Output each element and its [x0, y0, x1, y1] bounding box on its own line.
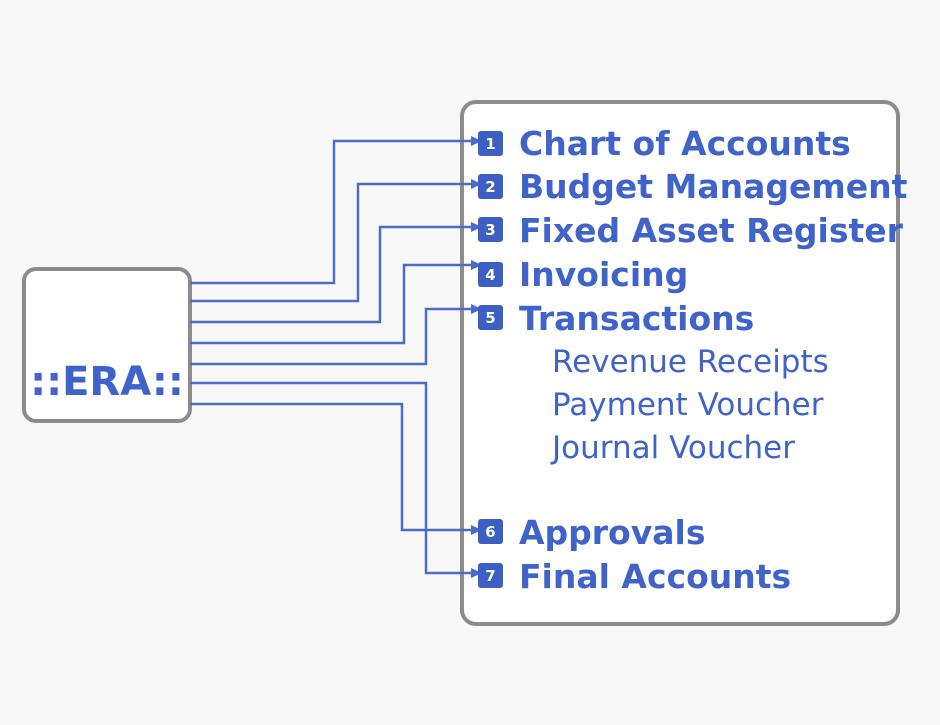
module-number: 3: [485, 221, 495, 239]
module-number-badge: [478, 217, 503, 242]
arrowhead-final-accounts: [471, 568, 482, 578]
modules-container-box: [460, 100, 900, 626]
module-number-badge: [478, 305, 503, 330]
module-number-badge: [478, 563, 503, 588]
module-label: Chart of Accounts: [519, 124, 851, 163]
module-label: Approvals: [519, 513, 705, 552]
sub-item-payment-voucher: Payment Voucher: [552, 387, 824, 423]
arrowhead-invoicing: [471, 260, 482, 270]
sub-item-journal-voucher: Journal Voucher: [550, 430, 795, 466]
arrowhead-budget-management: [471, 179, 482, 189]
module-invoicing: 4 Invoicing: [478, 255, 688, 294]
module-number-badge: [478, 174, 503, 199]
module-chart-of-accounts: 1 Chart of Accounts: [478, 124, 851, 163]
arrowhead-fixed-asset-register: [471, 222, 482, 232]
module-number: 5: [485, 309, 495, 327]
sub-item-revenue-receipts: Revenue Receipts: [552, 344, 829, 380]
module-label: Fixed Asset Register: [519, 211, 904, 250]
module-number: 7: [485, 567, 495, 585]
connector-budget-management: [190, 182, 472, 303]
connector-group: [190, 136, 482, 578]
module-label: Final Accounts: [519, 557, 791, 596]
era-source-label: ::ERA::: [30, 359, 184, 405]
connector-chart-of-accounts: [190, 139, 472, 285]
module-budget-management: 2 Budget Management: [478, 167, 908, 206]
module-number: 6: [485, 523, 495, 541]
connector-invoicing: [190, 263, 472, 345]
module-fixed-asset-register: 3 Fixed Asset Register: [478, 211, 904, 250]
module-label: Transactions: [519, 299, 754, 338]
connector-transactions: [190, 307, 472, 366]
arrowhead-chart-of-accounts: [471, 136, 482, 146]
connector-approvals: [190, 402, 472, 532]
era-source-box: [22, 267, 192, 423]
module-final-accounts: 7 Final Accounts: [478, 557, 791, 596]
arrowhead-transactions: [471, 304, 482, 314]
module-label: Invoicing: [519, 255, 688, 294]
module-number: 4: [485, 266, 495, 284]
module-number-badge: [478, 131, 503, 156]
module-number-badge: [478, 519, 503, 544]
module-approvals: 6 Approvals: [478, 513, 705, 552]
connector-final-accounts: [190, 381, 472, 575]
module-number-badge: [478, 262, 503, 287]
connector-fixed-asset-register: [190, 225, 472, 324]
module-number: 1: [485, 135, 495, 153]
module-number: 2: [485, 178, 495, 196]
arrowhead-approvals: [471, 525, 482, 535]
module-transactions: 5 Transactions Revenue Receipts Payment …: [478, 299, 829, 466]
module-label: Budget Management: [519, 167, 908, 206]
